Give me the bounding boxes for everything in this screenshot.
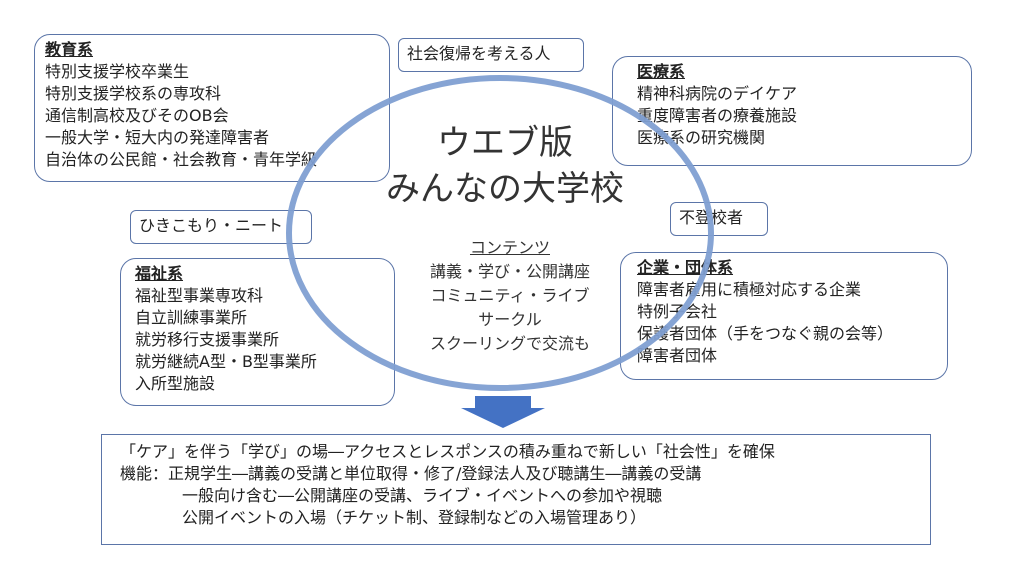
education-item: 特別支援学校系の専攻科 <box>45 84 222 103</box>
medical-item: 精神科病院のデイケア <box>637 84 798 103</box>
education-item: 自治体の公民館・社会教育・青年学級 <box>45 150 318 169</box>
contents-line: 講義・学び・公開講座 <box>429 262 590 281</box>
welfare-title: 福祉系 <box>135 264 184 283</box>
education-item: 一般大学・短大内の発達障害者 <box>45 128 270 147</box>
tag-return-to-society: 社会復帰を考える人 <box>398 38 584 72</box>
down-arrow-icon <box>461 396 545 428</box>
corporate-item: 障害者雇用に積極対応する企業 <box>637 280 862 299</box>
medical-title: 医療系 <box>637 62 686 81</box>
welfare-item: 自立訓練事業所 <box>135 308 248 327</box>
welfare-item: 福祉型事業専攻科 <box>135 286 264 305</box>
tag-hikikomori: ひきこもり・ニート <box>130 210 312 244</box>
welfare-item: 入所型施設 <box>135 374 216 393</box>
education-item: 通信制高校及びそのOB会 <box>45 106 229 125</box>
corporate-item: 障害者団体 <box>637 346 718 365</box>
welfare-item: 就労継続A型・B型事業所 <box>135 352 317 371</box>
corporate-box: 企業・団体系 障害者雇用に積極対応する企業 特例子会社 保護者団体（手をつなぐ親… <box>620 252 948 380</box>
summary-line4: 公開イベントの入場（チケット制、登録制などの入場管理あり） <box>182 508 647 527</box>
welfare-box: 福祉系 福祉型事業専攻科 自立訓練事業所 就労移行支援事業所 就労継続A型・B型… <box>120 258 395 406</box>
contents-block: コンテンツ 講義・学び・公開講座 コミュニティ・ライブ サークル スクーリングで… <box>395 236 625 356</box>
corporate-title: 企業・団体系 <box>637 258 734 277</box>
center-title-line1: ウエブ版 <box>437 123 573 163</box>
tag-futoko: 不登校者 <box>670 202 768 236</box>
center-title-line2: みんなの大学校 <box>386 169 624 209</box>
medical-item: 重度障害者の療養施設 <box>637 106 798 125</box>
contents-line: サークル <box>478 310 542 329</box>
summary-line2: 機能：正規学生―講義の受講と単位取得・修了/登録法人及び聴講生―講義の受講 <box>120 464 702 483</box>
contents-line: スクーリングで交流も <box>429 334 590 353</box>
summary-line3: 一般向け含む―公開講座の受講、ライブ・イベントへの参加や視聴 <box>182 486 663 505</box>
education-item: 特別支援学校卒業生 <box>45 62 190 81</box>
summary-line1: 「ケア」を伴う「学び」の場―アクセスとレスポンスの積み重ねで新しい「社会性」を確… <box>120 442 775 461</box>
summary-box: 「ケア」を伴う「学び」の場―アクセスとレスポンスの積み重ねで新しい「社会性」を確… <box>101 434 931 545</box>
welfare-item: 就労移行支援事業所 <box>135 330 280 349</box>
corporate-item: 特例子会社 <box>637 302 718 321</box>
contents-heading: コンテンツ <box>469 238 550 257</box>
medical-item: 医療系の研究機関 <box>637 128 766 147</box>
contents-line: コミュニティ・ライブ <box>430 286 590 305</box>
corporate-item: 保護者団体（手をつなぐ親の会等） <box>637 324 894 343</box>
center-title: ウエブ版 みんなの大学校 <box>340 120 670 212</box>
education-title: 教育系 <box>45 40 94 59</box>
education-box: 教育系 特別支援学校卒業生 特別支援学校系の専攻科 通信制高校及びそのOB会 一… <box>34 34 390 182</box>
